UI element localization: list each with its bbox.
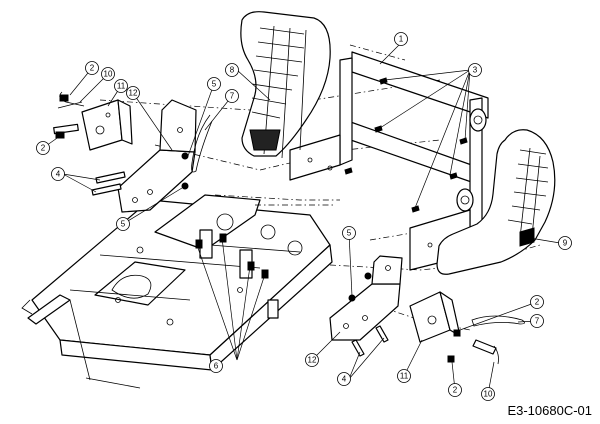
- callout-8-label: 8: [230, 66, 235, 75]
- callout-3-label: 3: [473, 66, 478, 75]
- callout-2-c: 2: [530, 295, 544, 309]
- pedal-pad-left: [240, 11, 331, 159]
- leader-lines: [42, 43, 561, 395]
- callout-5-c: 5: [342, 226, 356, 240]
- drawing-reference-code: E3-10680C-01: [507, 403, 592, 418]
- callout-4-b-label: 4: [342, 375, 347, 384]
- callout-8: 8: [225, 63, 239, 77]
- callout-10-b: 10: [481, 387, 495, 401]
- callout-5-b: 5: [116, 217, 130, 231]
- callout-7-a-label: 7: [230, 92, 235, 101]
- callout-10-a: 10: [101, 67, 115, 81]
- callout-7-a: 7: [225, 89, 239, 103]
- callout-12-a: 12: [126, 86, 140, 100]
- callout-6: 6: [209, 359, 223, 373]
- callout-5-a-label: 5: [212, 80, 217, 89]
- callout-2-b-label: 2: [41, 144, 46, 153]
- callout-2-a-label: 2: [90, 64, 95, 73]
- callout-7-b: 7: [530, 314, 544, 328]
- callout-10-b-label: 10: [484, 390, 493, 399]
- callout-11-b-label: 11: [400, 372, 409, 381]
- callout-6-label: 6: [214, 362, 219, 371]
- pedal-pad-right: [436, 129, 556, 275]
- cross-tube-assembly: [289, 51, 489, 271]
- callout-4-b: 4: [337, 372, 351, 386]
- callout-1-label: 1: [399, 35, 404, 44]
- callout-12-a-label: 12: [129, 89, 138, 98]
- callout-9: 9: [558, 236, 572, 250]
- callout-2-a: 2: [85, 61, 99, 75]
- callout-3: 3: [468, 63, 482, 77]
- callout-2-d-label: 2: [453, 386, 458, 395]
- callout-5-c-label: 5: [347, 229, 352, 238]
- chassis-frame: [21, 194, 333, 389]
- callout-7-b-label: 7: [535, 317, 540, 326]
- callout-5-a: 5: [207, 77, 221, 91]
- callout-10-a-label: 10: [104, 70, 113, 79]
- callout-4-a: 4: [51, 167, 65, 181]
- callout-12-b: 12: [305, 353, 319, 367]
- right-bracket-assembly: [329, 255, 525, 365]
- callout-11-b: 11: [397, 369, 411, 383]
- callout-9-label: 9: [563, 239, 568, 248]
- callout-4-a-label: 4: [56, 170, 61, 179]
- callout-2-b: 2: [36, 141, 50, 155]
- callout-12-b-label: 12: [308, 356, 317, 365]
- callout-11-a-label: 11: [117, 82, 126, 91]
- callout-2-c-label: 2: [535, 298, 540, 307]
- callout-11-a: 11: [114, 79, 128, 93]
- left-bracket-assembly: [53, 91, 213, 213]
- callout-5-b-label: 5: [121, 220, 126, 229]
- callout-1: 1: [394, 32, 408, 46]
- callout-2-d: 2: [448, 383, 462, 397]
